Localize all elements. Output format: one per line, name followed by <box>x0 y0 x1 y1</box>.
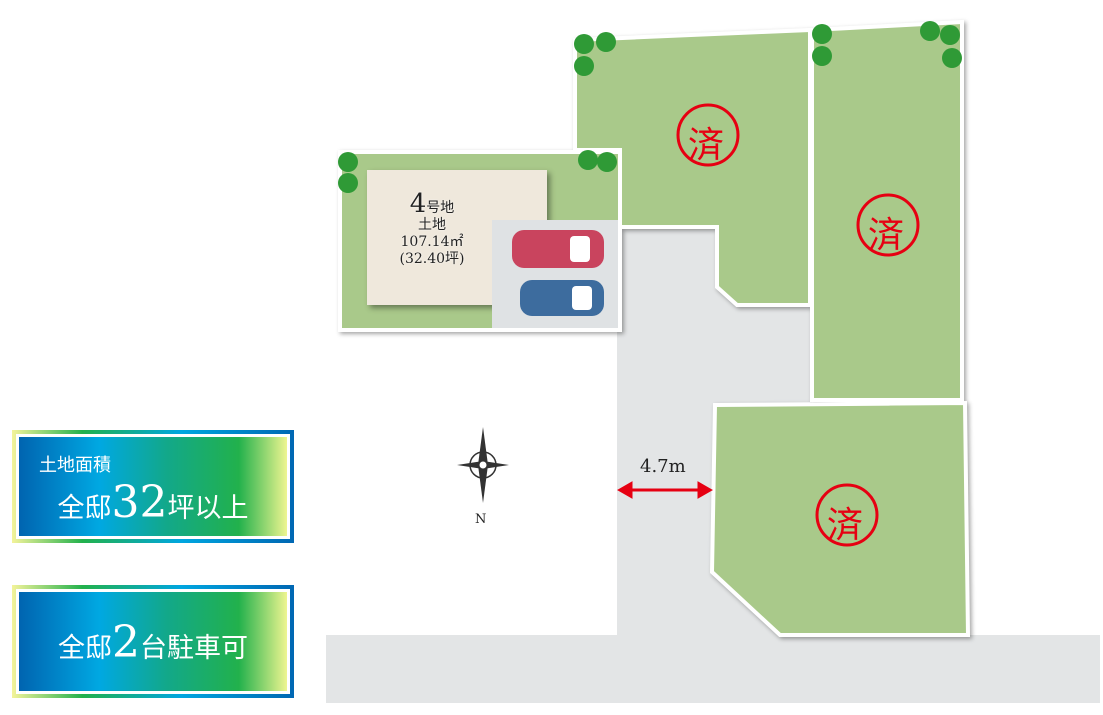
tree-icons <box>338 21 962 193</box>
sold-mark: 済 <box>827 505 864 546</box>
land-area-badge: 土地面積 全邸32坪以上 <box>12 430 294 543</box>
car-blue <box>520 280 604 316</box>
lot-sold-2 <box>810 19 964 402</box>
lot-type: 土地 <box>418 217 446 233</box>
parking-badge: 全邸2台駐車可 <box>12 585 294 698</box>
badge-prefix: 全邸 <box>57 493 112 524</box>
lot-4-label: 4号地 土地 107.14㎡ (32.40坪) <box>367 191 497 268</box>
lot-area-tsubo: (32.40坪) <box>399 251 465 267</box>
compass-icon <box>457 427 509 503</box>
car-red <box>512 230 604 268</box>
sold-mark: 済 <box>688 125 725 166</box>
lot-suffix: 号地 <box>426 200 455 216</box>
badge-main: 全邸32坪以上 <box>19 477 287 528</box>
badge-prefix: 全邸 <box>58 633 112 664</box>
lot-area-m2: 107.14㎡ <box>400 234 464 250</box>
lot-sold-3 <box>709 400 971 637</box>
sold-stamps <box>676 103 920 547</box>
badge-number: 32 <box>111 477 168 528</box>
badge-suffix: 台駐車可 <box>140 633 248 664</box>
badge-main: 全邸2台駐車可 <box>19 617 287 668</box>
badge-number: 2 <box>112 617 140 668</box>
lot-number: 4 <box>409 189 427 219</box>
sold-mark: 済 <box>868 215 905 256</box>
badge-suffix: 坪以上 <box>167 493 249 524</box>
compass-label: N <box>475 512 487 527</box>
badge-small-label: 土地面積 <box>39 455 111 476</box>
road-width-arrow <box>616 481 714 499</box>
road-width-label: 4.7m <box>640 456 686 477</box>
